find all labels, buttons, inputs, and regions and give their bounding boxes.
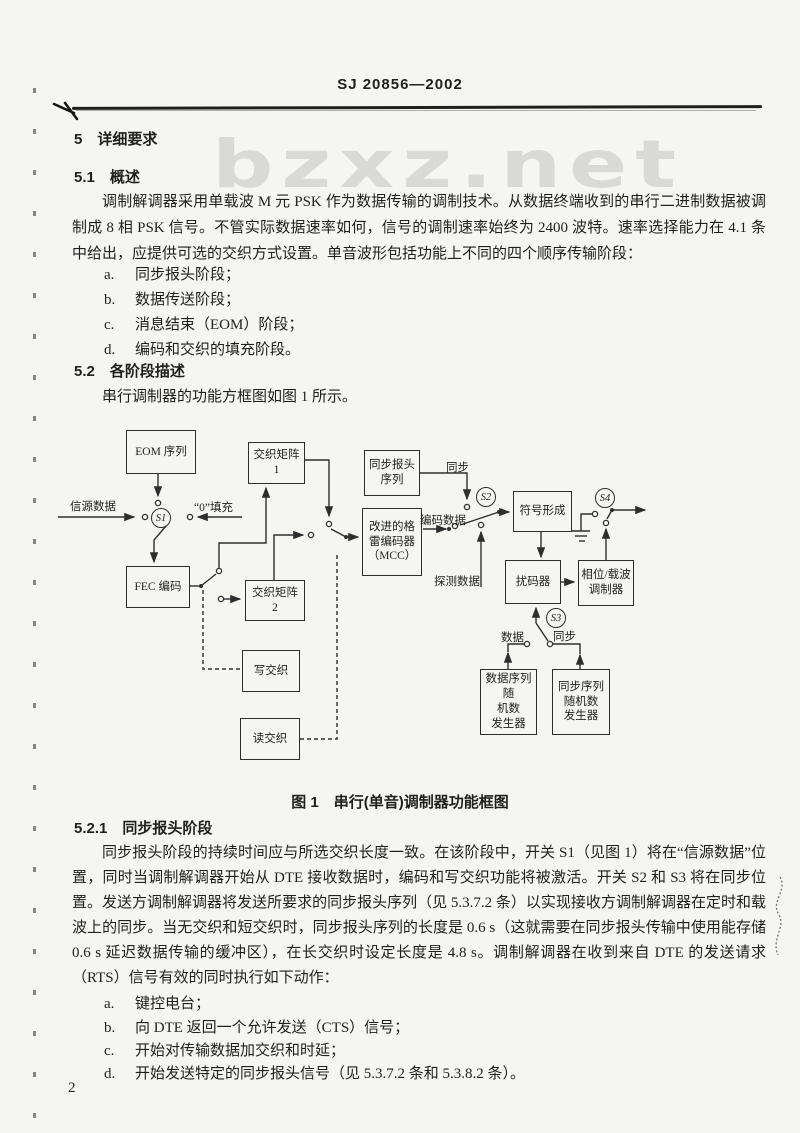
box-sync-sequence-rng: 同步序列 随机数 发生器 (552, 669, 610, 735)
label-zero-fill: “0”填充 (194, 502, 233, 514)
list-item: c. 开始对传输数据加交织和时延； (104, 1039, 345, 1060)
list-marker: a. (104, 267, 115, 283)
list-marker: a. (104, 996, 115, 1012)
list-marker: b. (104, 292, 116, 308)
box-modified-gray-coder-mcc: 改进的格 雷编码器 （MCC） (362, 508, 422, 576)
list-item: d. 编码和交织的填充阶段。 (104, 338, 300, 359)
label-sync-s3: 同步 (553, 631, 576, 643)
label-data: 数据 (501, 632, 524, 644)
page-number: 2 (68, 1080, 76, 1096)
list-item: a. 同步报头阶段； (104, 263, 240, 284)
list-text: 数据传送阶段； (135, 292, 241, 308)
switch-s2: S2 (476, 487, 496, 507)
label-source-data: 信源数据 (70, 501, 116, 513)
left-margin-scan-marks (33, 88, 36, 1130)
header-rule-echo (76, 110, 756, 111)
list-marker: c. (104, 1043, 115, 1059)
list-text: 消息结束（EOM）阶段； (135, 317, 304, 333)
list-marker: d. (104, 1066, 116, 1082)
section-5-1-heading: 5.1 概述 (74, 169, 140, 186)
label-sync: 同步 (446, 462, 469, 474)
section-5-2-1-heading: 5.2.1 同步报头阶段 (74, 820, 213, 837)
list-marker: c. (104, 317, 115, 333)
box-interleave-matrix-2: 交织矩阵 2 (245, 580, 305, 621)
box-interleave-matrix-1: 交织矩阵 1 (248, 442, 305, 484)
box-read-interleave: 读交织 (240, 718, 300, 760)
switch-s3: S3 (546, 608, 566, 628)
figure-caption: 图 1 串行(单音)调制器功能框图 (291, 794, 509, 811)
list-item: a. 键控电台； (104, 992, 210, 1013)
list-text: 同步报头阶段； (135, 267, 241, 283)
box-phase-carrier-modulator: 相位/载波 调制器 (578, 560, 634, 606)
label-probe-data: 探测数据 (434, 576, 480, 588)
paragraph-sync-header-phase: 同步报头阶段的持续时间应与所选交织长度一致。在该阶段中，开关 S1（见图 1）将… (72, 845, 766, 986)
section-5-heading: 5 详细要求 (74, 131, 158, 148)
pen-mark (52, 101, 79, 121)
list-text: 开始发送特定的同步报头信号（见 5.3.7.2 条和 5.3.8.2 条）。 (135, 1066, 526, 1082)
doc-number: SJ 20856—2002 (337, 76, 463, 93)
diagram-wires (58, 459, 647, 740)
label-coded-data: 编码数据 (420, 515, 466, 527)
box-sync-header-sequence: 同步报头 序列 (364, 450, 420, 496)
list-item: d. 开始发送特定的同步报头信号（见 5.3.7.2 条和 5.3.8.2 条）。 (104, 1062, 525, 1083)
box-eom-sequence: EOM 序列 (126, 430, 196, 474)
box-symbol-forming: 符号形成 (513, 491, 572, 532)
switch-s1: S1 (151, 508, 171, 528)
paragraph-figure-intro: 串行调制器的功能方框图如图 1 所示。 (102, 389, 358, 405)
box-fec-encoder: FEC 编码 (126, 566, 190, 608)
margin-squiggle-mark (775, 876, 783, 956)
list-item: b. 向 DTE 返回一个允许发送（CTS）信号； (104, 1016, 409, 1037)
box-write-interleave: 写交织 (242, 650, 300, 692)
list-item: c. 消息结束（EOM）阶段； (104, 313, 303, 334)
switch-s4: S4 (595, 488, 615, 508)
list-text: 开始对传输数据加交织和时延； (135, 1043, 346, 1059)
paragraph-overview: 调制解调器采用单载波 M 元 PSK 作为数据传输的调制技术。从数据终端收到的串… (72, 194, 766, 262)
figure-1-block-diagram: EOM 序列 FEC 编码 交织矩阵 1 交织矩阵 2 写交织 读交织 同步报头… (0, 412, 800, 794)
list-marker: d. (104, 342, 116, 358)
box-scrambler: 扰码器 (505, 560, 561, 604)
list-text: 键控电台； (135, 996, 211, 1012)
list-text: 编码和交织的填充阶段。 (135, 342, 301, 358)
list-text: 向 DTE 返回一个允许发送（CTS）信号； (135, 1020, 410, 1036)
box-data-sequence-rng: 数据序列随 机数 发生器 (480, 669, 537, 735)
list-item: b. 数据传送阶段； (104, 288, 240, 309)
list-marker: b. (104, 1020, 116, 1036)
section-5-2-heading: 5.2 各阶段描述 (74, 363, 185, 380)
